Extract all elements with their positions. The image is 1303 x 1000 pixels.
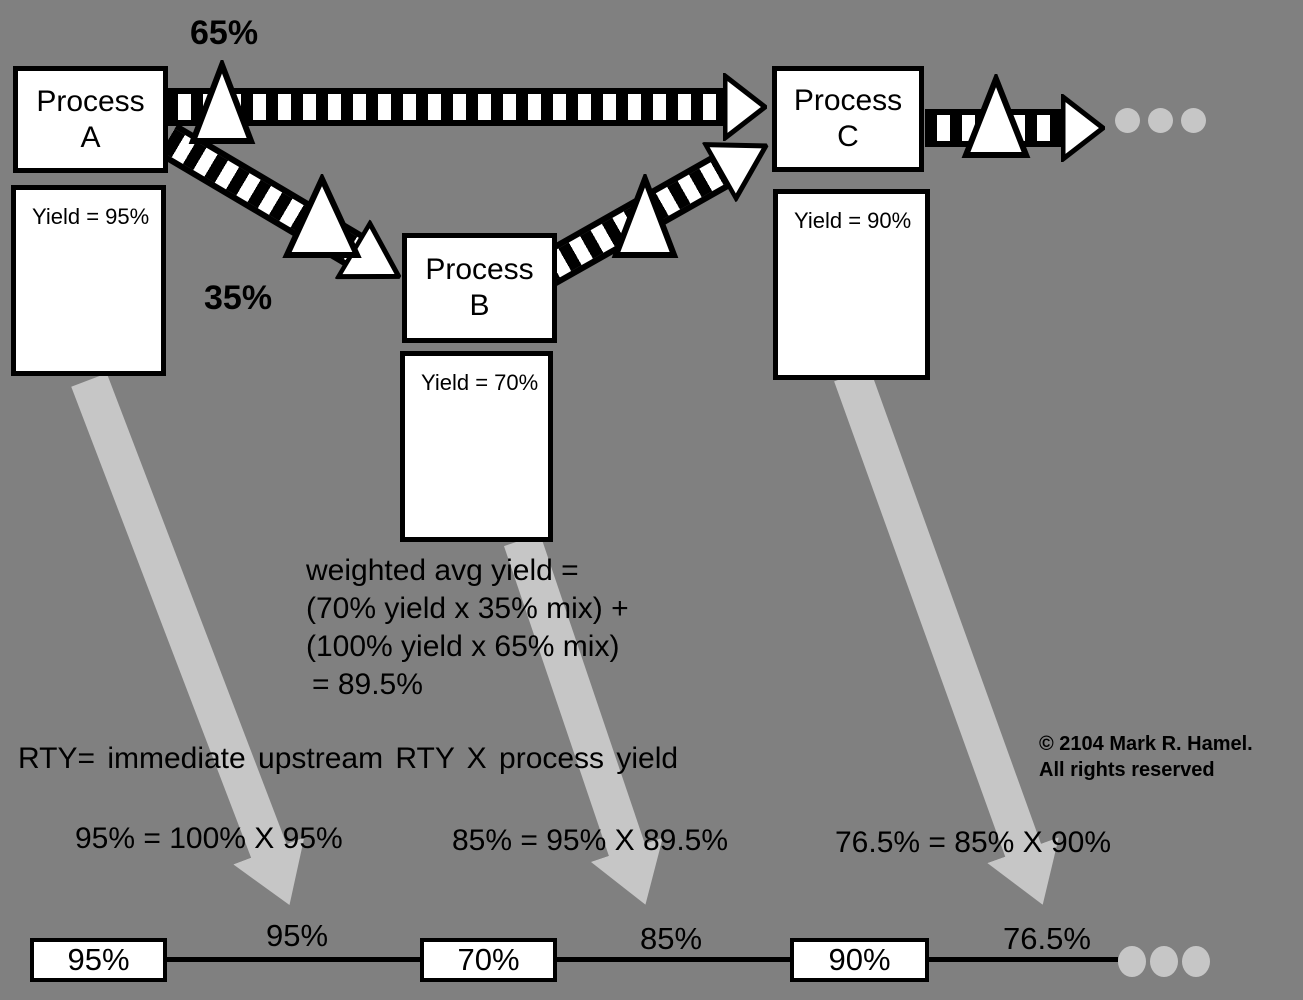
ellipsis-dot [1118, 946, 1146, 977]
push-arrow-a-to-c [166, 72, 767, 142]
process-b-title-line1: Process [425, 253, 534, 286]
shadow-arrow-shaft [71, 373, 287, 859]
yield-b-label: Yield = 70% [421, 370, 539, 395]
shadow-arrow-shaft [834, 368, 1042, 858]
yield-c-label: Yield = 90% [794, 208, 912, 233]
process-c-title-line1: Process [793, 84, 903, 117]
process-a-title-line1: Process [36, 84, 145, 118]
yield-a-box: Yield = 95% [11, 185, 166, 376]
weighted-avg-line4: = 89.5% [312, 668, 423, 701]
copyright-line1: © 2104 Mark R. Hamel. [1039, 733, 1253, 755]
timeline-box-a-value: 95% [67, 942, 130, 977]
process-c-title-line2: C [837, 120, 859, 153]
ellipsis-dot [1182, 946, 1210, 977]
ellipsis-dot [1148, 108, 1173, 133]
ellipsis-dot [1115, 108, 1140, 133]
process-a-box: Process A [13, 66, 168, 173]
timeline-rty-c: 76.5% [1003, 921, 1091, 956]
weighted-avg-line2: (70% yield x 35% mix) + [306, 592, 629, 625]
weighted-avg-text: weighted avg yield = (70% yield x 35% mi… [306, 552, 629, 704]
timeline-line [160, 957, 1118, 962]
timeline-rty-b: 85% [640, 921, 703, 956]
rty-formula: RTY= immediate upstream RTY X process yi… [18, 742, 679, 775]
timeline-box-a: 95% [30, 938, 167, 982]
yield-a-label: Yield = 95% [32, 204, 150, 229]
inventory-triangle-a-b [282, 174, 362, 258]
inventory-triangle-c-next [961, 74, 1031, 158]
ellipsis-dot [1150, 946, 1178, 977]
ellipsis-dot [1181, 108, 1206, 133]
push-arrow-band [166, 88, 726, 126]
rty-calc-a: 95% = 100% X 95% [75, 822, 343, 855]
inventory-triangle-a-c [188, 60, 256, 144]
push-arrow-head [702, 141, 771, 203]
timeline-box-b-value: 70% [457, 942, 520, 977]
process-c-box: Process C [772, 66, 924, 172]
push-arrow-head [1061, 94, 1105, 162]
timeline-box-b: 70% [420, 938, 557, 982]
mix-label-35: 35% [204, 279, 273, 317]
yield-c-box: Yield = 90% [773, 189, 930, 380]
weighted-avg-line1: weighted avg yield = [306, 554, 579, 587]
inventory-triangle-b-c [611, 174, 679, 258]
push-arrow-b-to-c [526, 114, 785, 302]
process-a-title-line2: A [80, 120, 101, 154]
process-b-box: Process B [402, 233, 557, 343]
timeline-box-c-value: 90% [828, 942, 891, 977]
process-b-title-line2: B [469, 289, 490, 322]
timeline-box-c: 90% [790, 938, 929, 982]
copyright-line2: All rights reserved [1039, 759, 1215, 781]
weighted-avg-line3: (100% yield x 65% mix) [306, 630, 620, 663]
mix-label-65: 65% [190, 14, 259, 52]
timeline-rty-a: 95% [266, 918, 329, 953]
rty-calc-c: 76.5% = 85% X 90% [835, 826, 1112, 859]
yield-b-box: Yield = 70% [400, 351, 553, 542]
rty-calc-b: 85% = 95% X 89.5% [452, 824, 729, 857]
push-arrow-head [723, 73, 767, 141]
copyright-notice: © 2104 Mark R. Hamel. All rights reserve… [1039, 731, 1253, 783]
